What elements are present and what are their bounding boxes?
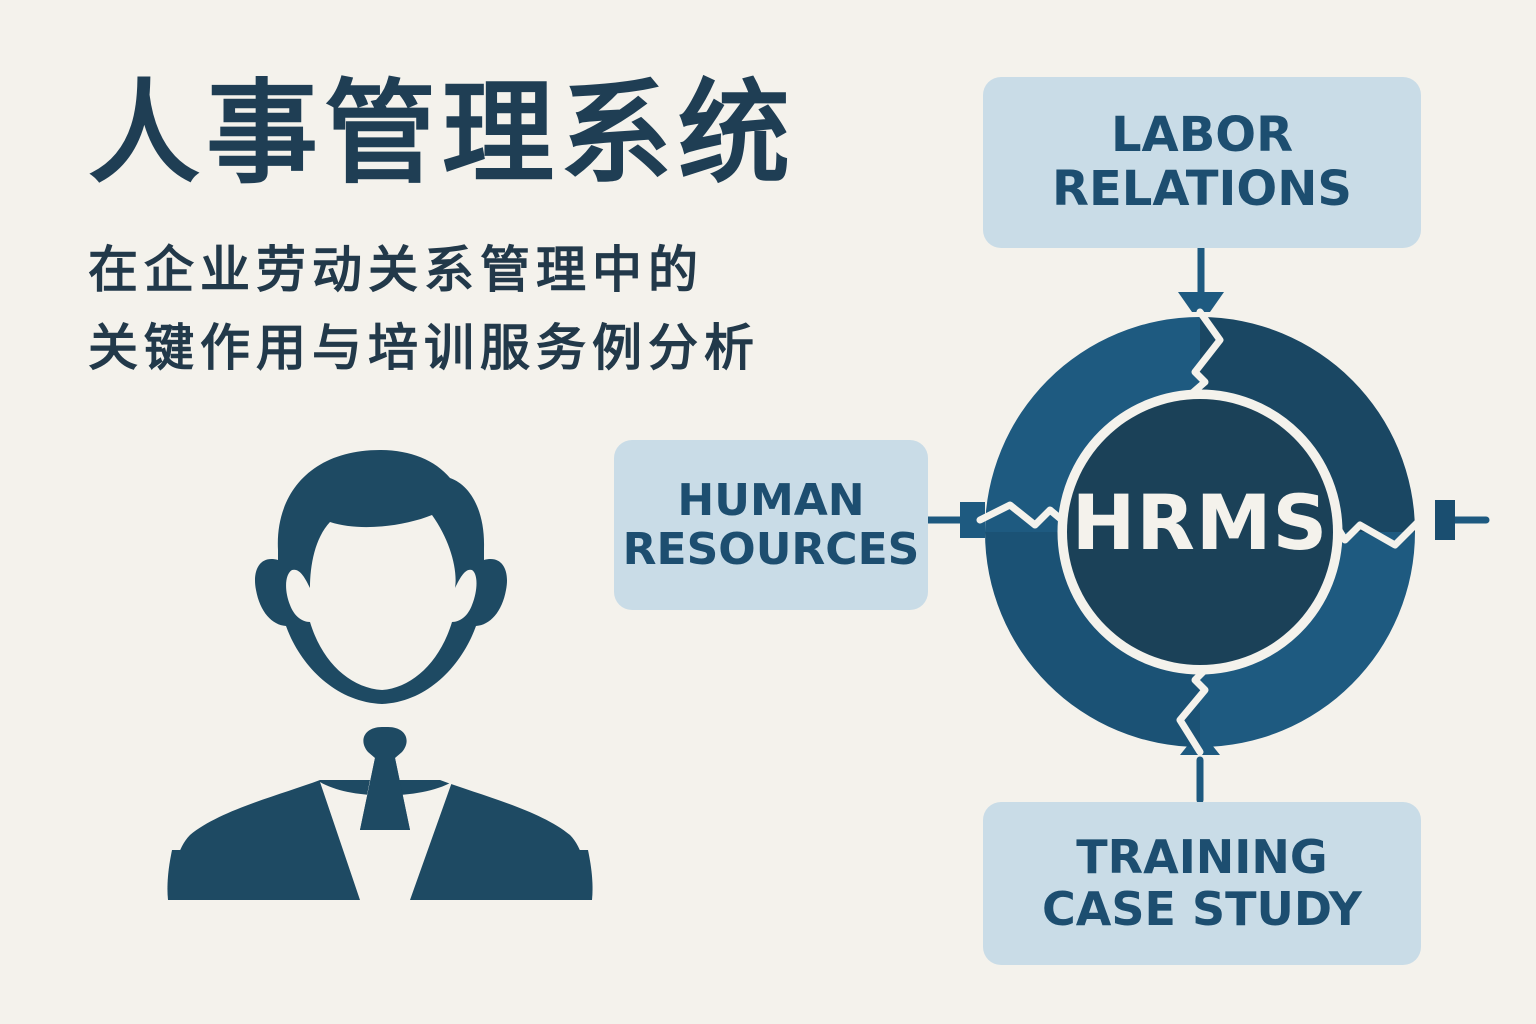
node-training-case-study: TRAINING CASE STUDY	[983, 802, 1421, 965]
node-labor-relations: LABOR RELATIONS	[983, 77, 1421, 248]
center-label: HRMS	[1071, 478, 1329, 567]
node-label-line1: LABOR	[1110, 106, 1294, 163]
subtitle-line-2: 关键作用与培训服务例分析	[88, 319, 760, 377]
node-label-line2: CASE STUDY	[1042, 881, 1362, 936]
node-label-line1: HUMAN	[677, 474, 865, 526]
subtitle-line-1: 在企业劳动关系管理中的	[88, 241, 704, 299]
node-human-resources: HUMAN RESOURCES	[614, 440, 928, 610]
node-label-line2: RESOURCES	[622, 524, 920, 575]
node-label-line2: RELATIONS	[1052, 160, 1352, 217]
businessman-icon	[167, 450, 593, 900]
page-title: 人事管理系统	[88, 69, 796, 199]
node-label-line1: TRAINING	[1076, 829, 1328, 884]
